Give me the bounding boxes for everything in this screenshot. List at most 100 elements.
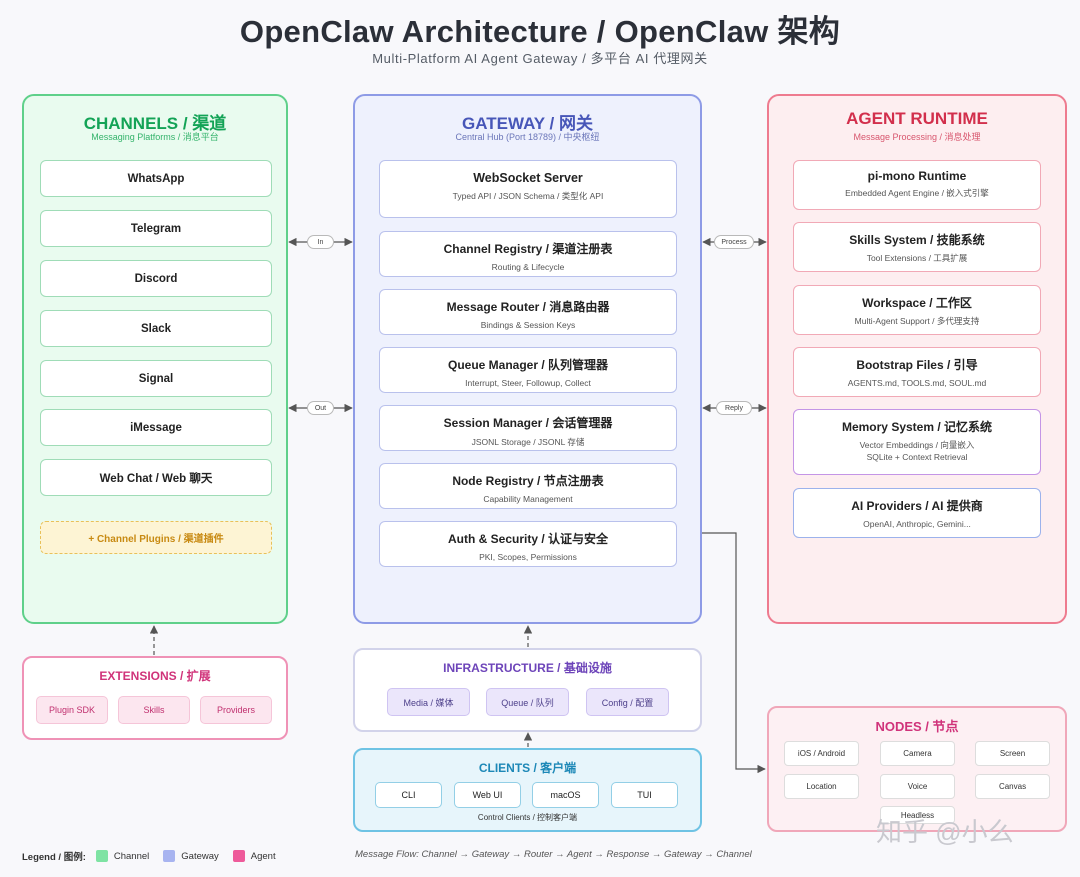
legend-swatch-gateway bbox=[163, 850, 176, 862]
box-title: Channel Registry / 渠道注册表 bbox=[443, 242, 613, 256]
box-title: WebSocket Server bbox=[473, 171, 583, 185]
channel-plugins[interactable]: + Channel Plugins / 渠道插件 bbox=[40, 521, 272, 554]
queue-manager-box[interactable]: Queue Manager / 队列管理器 Interrupt, Steer, … bbox=[379, 347, 677, 393]
session-manager-box[interactable]: Session Manager / 会话管理器 JSONL Storage / … bbox=[379, 405, 677, 451]
box-title: Queue Manager / 队列管理器 bbox=[447, 358, 609, 372]
box-subtitle-2: SQLite + Context Retrieval bbox=[866, 452, 968, 462]
extensions-title: EXTENSIONS / 扩展 bbox=[99, 669, 211, 683]
legend-swatch-agent bbox=[232, 850, 245, 862]
nodes-panel: NODES / 节点 iOS / Android Camera Screen L… bbox=[767, 706, 1067, 832]
box-subtitle: JSONL Storage / JSONL 存储 bbox=[471, 437, 585, 447]
agent-subtitle: Message Processing / 消息处理 bbox=[853, 132, 981, 142]
client-macos[interactable]: macOS bbox=[532, 782, 599, 808]
node-headless[interactable]: Headless bbox=[880, 806, 955, 824]
node-camera[interactable]: Camera bbox=[880, 741, 955, 766]
node-registry-box[interactable]: Node Registry / 节点注册表 Capability Managem… bbox=[379, 463, 677, 509]
box-title: Message Router / 消息路由器 bbox=[446, 300, 610, 314]
box-title: Auth & Security / 认证与安全 bbox=[447, 532, 608, 546]
box-title: AI Providers / AI 提供商 bbox=[851, 499, 983, 513]
box-title: Node Registry / 节点注册表 bbox=[452, 474, 604, 488]
box-subtitle: Tool Extensions / 工具扩展 bbox=[866, 253, 968, 263]
infrastructure-title: INFRASTRUCTURE / 基础设施 bbox=[443, 661, 612, 675]
channels-subtitle: Messaging Platforms / 消息平台 bbox=[91, 132, 219, 142]
agent-title: AGENT RUNTIME bbox=[846, 109, 988, 128]
workspace-box[interactable]: Workspace / 工作区 Multi-Agent Support / 多代… bbox=[793, 285, 1041, 335]
channel-webchat[interactable]: Web Chat / Web 聊天 bbox=[40, 459, 272, 496]
skills-system-box[interactable]: Skills System / 技能系统 Tool Extensions / 工… bbox=[793, 222, 1041, 272]
box-title: Session Manager / 会话管理器 bbox=[443, 416, 613, 430]
page-title: OpenClaw Architecture / OpenClaw 架构 bbox=[239, 14, 841, 49]
legend-item-agent: Agent bbox=[232, 850, 276, 862]
node-screen[interactable]: Screen bbox=[975, 741, 1050, 766]
message-router-box[interactable]: Message Router / 消息路由器 Bindings & Sessio… bbox=[379, 289, 677, 335]
agent-runtime-panel: AGENT RUNTIME Message Processing / 消息处理 … bbox=[767, 94, 1067, 624]
watermark: 知乎 @小么 bbox=[876, 817, 1014, 847]
channel-signal[interactable]: Signal bbox=[40, 360, 272, 397]
infra-queue[interactable]: Queue / 队列 bbox=[486, 688, 569, 716]
legend-item-label: Gateway bbox=[181, 850, 219, 862]
client-tui[interactable]: TUI bbox=[611, 782, 678, 808]
gateway-subtitle: Central Hub (Port 18789) / 中央枢纽 bbox=[455, 132, 600, 142]
node-location[interactable]: Location bbox=[784, 774, 859, 799]
box-title: Skills System / 技能系统 bbox=[849, 233, 985, 247]
extensions-panel: EXTENSIONS / 扩展 Plugin SDK Skills Provid… bbox=[22, 656, 288, 740]
channel-discord[interactable]: Discord bbox=[40, 260, 272, 297]
channels-title: CHANNELS / 渠道 bbox=[83, 114, 227, 133]
auth-security-box[interactable]: Auth & Security / 认证与安全 PKI, Scopes, Per… bbox=[379, 521, 677, 567]
channel-slack[interactable]: Slack bbox=[40, 310, 272, 347]
ai-providers-box[interactable]: AI Providers / AI 提供商 OpenAI, Anthropic,… bbox=[793, 488, 1041, 538]
legend-item-label: Agent bbox=[250, 850, 276, 862]
clients-title: CLIENTS / 客户端 bbox=[478, 761, 577, 775]
gateway-title: GATEWAY / 网关 bbox=[462, 114, 593, 133]
pi-mono-runtime-box[interactable]: pi-mono Runtime Embedded Agent Engine / … bbox=[793, 160, 1041, 210]
channel-registry-box[interactable]: Channel Registry / 渠道注册表 Routing & Lifec… bbox=[379, 231, 677, 277]
box-subtitle: Interrupt, Steer, Followup, Collect bbox=[465, 378, 591, 388]
infra-config[interactable]: Config / 配置 bbox=[586, 688, 669, 716]
box-title: Workspace / 工作区 bbox=[862, 296, 972, 310]
box-subtitle: Capability Management bbox=[483, 494, 573, 504]
box-title: Memory System / 记忆系统 bbox=[841, 420, 993, 434]
extension-providers[interactable]: Providers bbox=[200, 696, 272, 724]
channel-imessage[interactable]: iMessage bbox=[40, 409, 272, 446]
node-ios-android[interactable]: iOS / Android bbox=[784, 741, 859, 766]
in-label: In bbox=[307, 235, 334, 249]
channels-panel: CHANNELS / 渠道 Messaging Platforms / 消息平台… bbox=[22, 94, 288, 624]
legend-item-gateway: Gateway bbox=[163, 850, 219, 862]
memory-system-box[interactable]: Memory System / 记忆系统 Vector Embeddings /… bbox=[793, 409, 1041, 475]
websocket-server-box[interactable]: WebSocket Server Typed API / JSON Schema… bbox=[379, 160, 677, 218]
gateway-to-nodes-arrow bbox=[702, 532, 766, 774]
box-subtitle: Typed API / JSON Schema / 类型化 API bbox=[452, 191, 604, 201]
box-subtitle: OpenAI, Anthropic, Gemini... bbox=[863, 519, 971, 529]
node-canvas[interactable]: Canvas bbox=[975, 774, 1050, 799]
legend: Legend / 图例: Channel Gateway Agent bbox=[22, 849, 290, 863]
nodes-title: NODES / 节点 bbox=[875, 719, 959, 734]
box-subtitle: Embedded Agent Engine / 嵌入式引擎 bbox=[845, 188, 989, 198]
client-cli[interactable]: CLI bbox=[375, 782, 442, 808]
box-subtitle: AGENTS.md, TOOLS.md, SOUL.md bbox=[847, 378, 987, 388]
box-subtitle: Vector Embeddings / 向量嵌入 bbox=[859, 440, 975, 450]
clients-panel: CLIENTS / 客户端 CLI Web UI macOS TUI Contr… bbox=[353, 748, 702, 832]
legend-swatch-channel bbox=[95, 850, 108, 862]
channel-whatsapp[interactable]: WhatsApp bbox=[40, 160, 272, 197]
box-subtitle: PKI, Scopes, Permissions bbox=[479, 552, 577, 562]
page-subtitle: Multi-Platform AI Agent Gateway / 多平台 AI… bbox=[372, 51, 708, 66]
extension-plugin-sdk[interactable]: Plugin SDK bbox=[36, 696, 108, 724]
legend-label: Legend / 图例: bbox=[22, 852, 86, 863]
client-web-ui[interactable]: Web UI bbox=[454, 782, 521, 808]
reply-label: Reply bbox=[716, 401, 752, 415]
box-subtitle: Bindings & Session Keys bbox=[480, 320, 576, 330]
legend-item-label: Channel bbox=[113, 850, 150, 862]
channel-telegram[interactable]: Telegram bbox=[40, 210, 272, 247]
legend-item-channel: Channel bbox=[95, 850, 150, 862]
box-title: Bootstrap Files / 引导 bbox=[856, 358, 978, 372]
clients-subtitle: Control Clients / 控制客户端 bbox=[477, 813, 578, 822]
bootstrap-files-box[interactable]: Bootstrap Files / 引导 AGENTS.md, TOOLS.md… bbox=[793, 347, 1041, 397]
infra-media[interactable]: Media / 媒体 bbox=[387, 688, 470, 716]
extension-skills[interactable]: Skills bbox=[118, 696, 190, 724]
box-subtitle: Routing & Lifecycle bbox=[491, 262, 565, 272]
out-label: Out bbox=[307, 401, 334, 415]
process-label: Process bbox=[714, 235, 754, 249]
node-voice[interactable]: Voice bbox=[880, 774, 955, 799]
box-title: pi-mono Runtime bbox=[867, 169, 967, 183]
infrastructure-panel: INFRASTRUCTURE / 基础设施 Media / 媒体 Queue /… bbox=[353, 648, 702, 732]
